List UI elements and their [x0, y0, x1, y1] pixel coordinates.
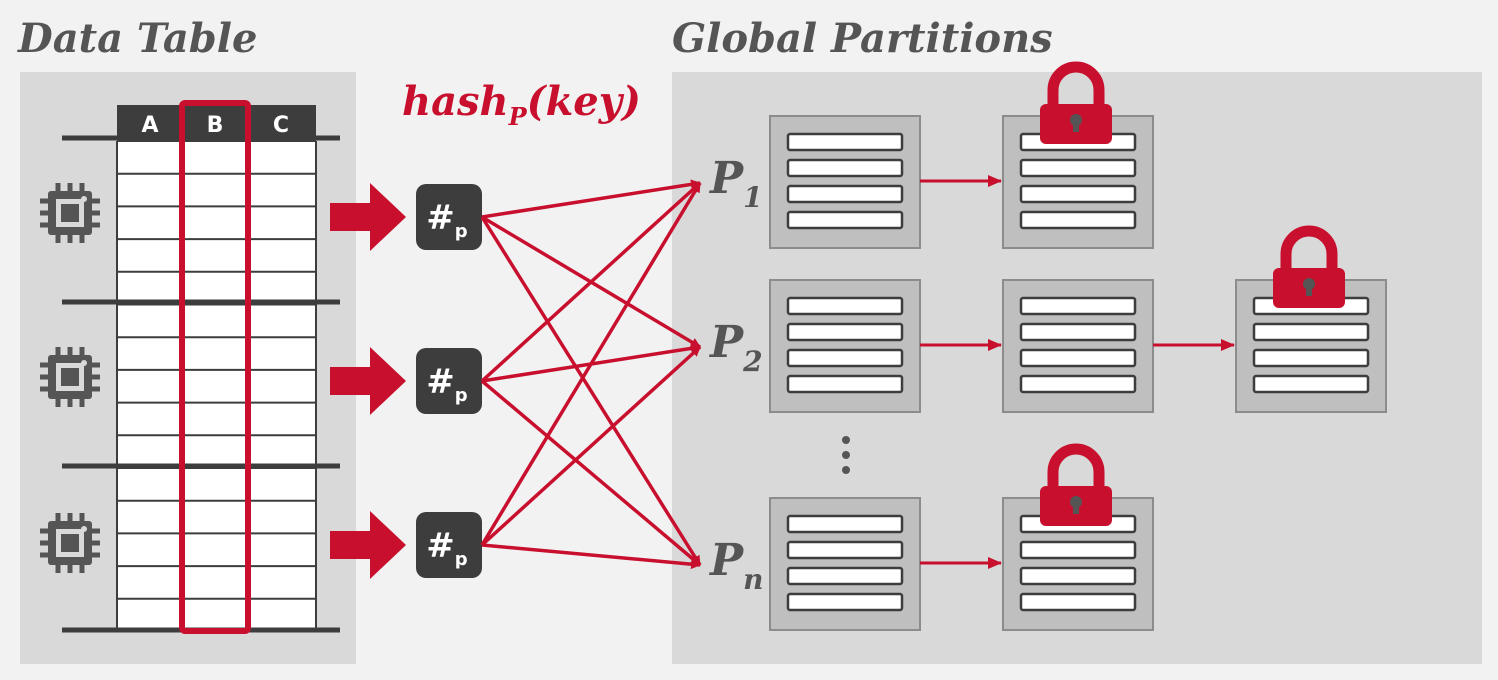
partition-label-n: Pn	[708, 535, 763, 596]
edge	[481, 543, 701, 570]
hash-to-partition-edges	[480, 179, 702, 570]
table-header	[117, 105, 316, 141]
table-body	[117, 141, 316, 631]
arrow-right-icon	[330, 183, 406, 251]
lock-icon	[1040, 443, 1112, 526]
edge	[480, 379, 702, 567]
partition-bucket	[769, 279, 921, 413]
hash-symbol: #p	[426, 526, 468, 570]
column-header-c[interactable]: C	[273, 113, 289, 138]
edge	[480, 345, 702, 547]
arrow-right-icon	[330, 347, 406, 415]
edge	[480, 216, 702, 566]
partition-bucket	[769, 115, 921, 249]
data-table: A B C	[62, 100, 340, 634]
cpu-chip-icon	[40, 347, 100, 407]
hash-unit: #p	[416, 184, 482, 250]
edge	[480, 182, 702, 546]
partition-label-2: P2	[708, 317, 763, 378]
global-partitions-title: Global Partitions	[672, 15, 1053, 62]
partition-bucket	[1002, 279, 1154, 413]
hash-unit: #p	[416, 512, 482, 578]
cpu-chip-icon	[40, 513, 100, 573]
partition-bucket	[769, 497, 921, 631]
hash-function-label: hashP(key)	[402, 78, 641, 131]
partition-bucket	[1002, 61, 1154, 249]
hash-symbol: #p	[426, 362, 468, 406]
partitions-ellipsis	[842, 436, 850, 474]
highlighted-column-b	[179, 100, 251, 634]
partition-bucket	[1235, 225, 1387, 413]
data-table-title: Data Table	[17, 15, 257, 62]
cpu-chip-icon	[40, 183, 100, 243]
partition-label-1: P1	[708, 153, 763, 214]
hash-unit: #p	[416, 348, 482, 414]
edge	[480, 181, 702, 383]
partition-bucket	[1002, 443, 1154, 631]
lock-icon	[1273, 225, 1345, 308]
column-header-a[interactable]: A	[141, 113, 158, 138]
edge	[481, 179, 701, 219]
lock-icon	[1040, 61, 1112, 144]
hash-symbol: #p	[426, 198, 468, 242]
arrow-right-icon	[330, 511, 406, 579]
column-header-b[interactable]: B	[207, 113, 224, 138]
